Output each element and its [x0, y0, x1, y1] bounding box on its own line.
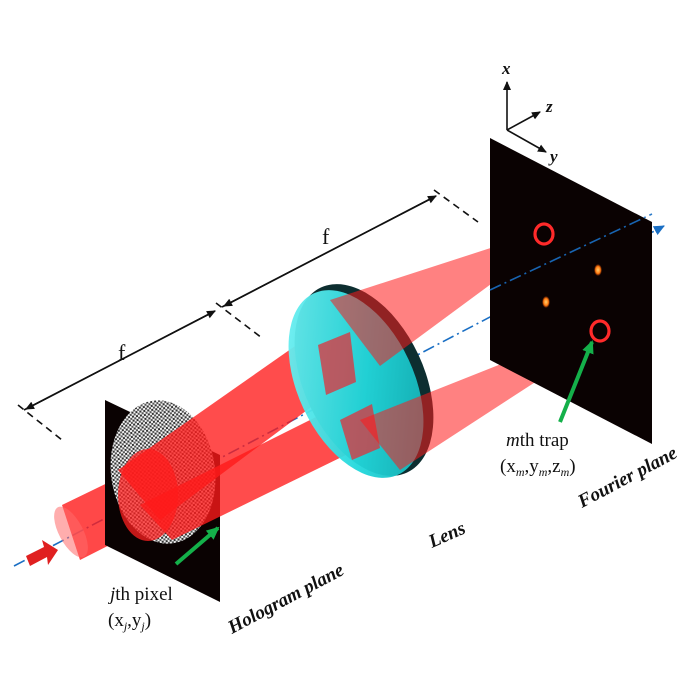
- focal-arrow-2-back: [223, 195, 437, 307]
- beam-lower-to-lens: [140, 410, 356, 540]
- x-axis-label: x: [501, 59, 511, 78]
- hologram-to-lens-beams: [118, 330, 356, 540]
- z-axis-arrow: [506, 111, 541, 131]
- focal-dimension-lines: f f: [17, 189, 479, 441]
- mth-trap-label: mth trap: [506, 430, 569, 451]
- focal-label-2: f: [322, 224, 330, 249]
- jth-pixel-coords: (xj,yj): [108, 610, 151, 633]
- focal-arrow-1-back: [25, 310, 216, 410]
- trap-ring-lower: [589, 319, 611, 343]
- hologram-plane-label: Hologram plane: [224, 559, 348, 638]
- jth-pixel-label: jth pixel: [107, 584, 173, 605]
- trap-pointer-arrow: [558, 340, 594, 423]
- beam-upper-to-lens: [118, 330, 350, 520]
- y-axis-arrow: [506, 129, 547, 153]
- input-beam-end: [54, 506, 88, 558]
- y-axis-label: y: [548, 147, 558, 166]
- fourier-screen: [490, 138, 652, 444]
- focal-tick-3: [433, 189, 479, 223]
- focal-tick-1: [17, 404, 63, 441]
- focal-tick-2: [215, 302, 263, 339]
- trap-dot-right: [594, 264, 602, 276]
- lens-beam-spot-upper: [318, 332, 356, 395]
- trap-dot-left: [542, 296, 550, 308]
- lens-label: Lens: [425, 518, 469, 553]
- fourier-plane-label: Fourier plane: [574, 442, 682, 513]
- coordinate-axes: x z y: [501, 59, 558, 166]
- z-axis-label: z: [545, 97, 553, 116]
- pixel-pointer-arrow: [174, 526, 220, 566]
- optical-axis-on-screen: [489, 213, 653, 291]
- input-arrow-icon: [26, 540, 58, 566]
- fourier-plane: [489, 138, 653, 444]
- mth-trap-coords: (xm,ym,zm): [500, 456, 576, 479]
- focal-label-1: f: [118, 340, 126, 365]
- trap-ring-upper: [533, 222, 555, 246]
